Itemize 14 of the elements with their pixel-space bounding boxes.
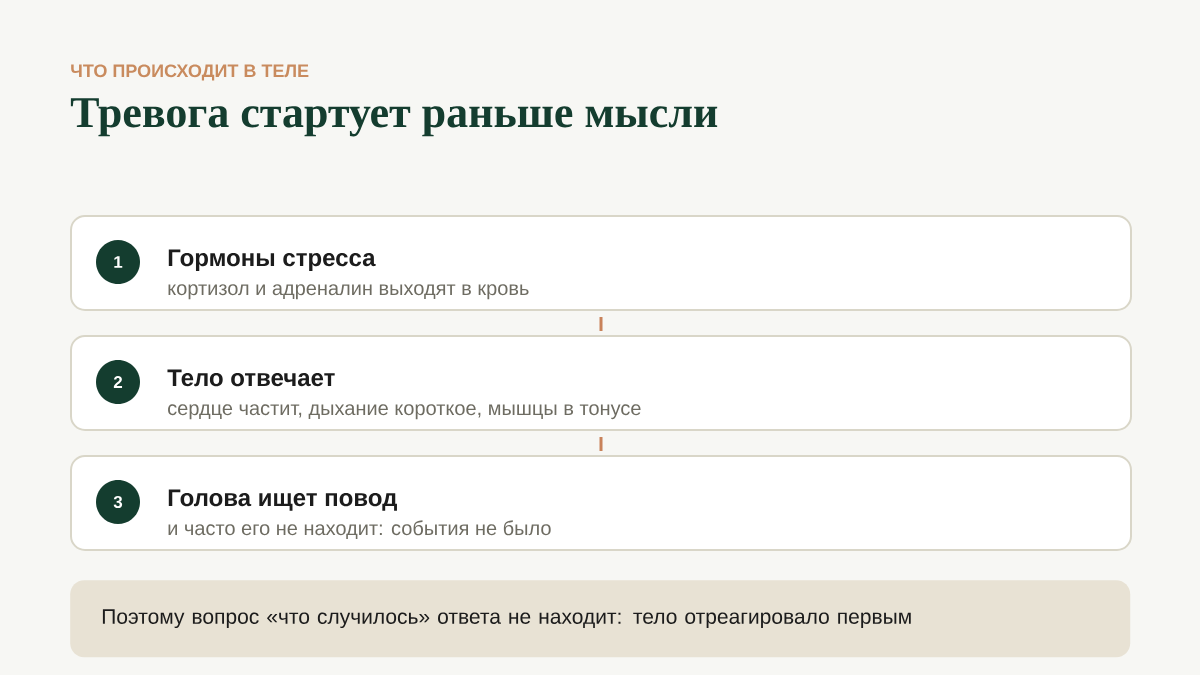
step-description: и часто его не находит: события не было [168, 520, 551, 539]
step-heading: Голова ищет повод [168, 489, 397, 511]
summary-box: Поэтому вопрос «что случилось» ответа не находит: тело отреагировало первым [70, 580, 1131, 658]
step-heading: Тело отвечает [167, 369, 335, 387]
number-badge: 2 [96, 360, 140, 404]
step-description: сердце частит, дыхание короткое, мышцы в тонусе [168, 404, 641, 420]
number-badge: 1 [96, 240, 140, 284]
connector-line [599, 437, 603, 451]
page-title: Тревога стартует раньше мысли [70, 98, 718, 137]
section-label: ЧТО ПРОИСХОДИТ В ТЕЛЕ [71, 64, 309, 81]
step-description: кортизол и адреналин выходят в кровь [168, 284, 529, 300]
number-badge: 3 [96, 480, 140, 524]
step-heading: Гормоны стресса [168, 249, 376, 271]
connector-line [599, 317, 603, 331]
